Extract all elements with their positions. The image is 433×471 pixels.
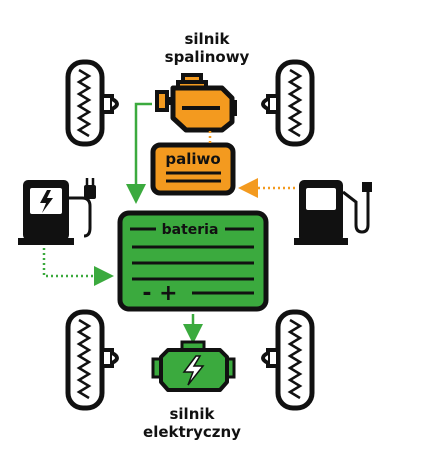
electric-motor-label-line2: elektryczny bbox=[143, 423, 241, 441]
fuel-pump-icon bbox=[294, 180, 372, 245]
wheel-rear-left-icon bbox=[65, 309, 119, 411]
electric-motor-label-line1: silnik bbox=[169, 405, 215, 423]
electric-motor-icon bbox=[151, 340, 236, 392]
electric-motor-label: silnik elektryczny bbox=[122, 405, 262, 441]
battery-symbols: - + bbox=[142, 281, 177, 306]
charger-battery-arrow bbox=[42, 248, 114, 286]
engine-battery-arrow bbox=[126, 102, 152, 204]
battery-label: bateria bbox=[162, 222, 219, 238]
fuel-tank: paliwo bbox=[150, 142, 236, 196]
ev-charger-icon bbox=[18, 178, 96, 245]
fuel-tank-label: paliwo bbox=[165, 150, 220, 168]
wheel-front-left-icon bbox=[65, 59, 119, 147]
combustion-engine-label-line1: silnik bbox=[184, 30, 230, 48]
combustion-engine-label-line2: spalinowy bbox=[164, 48, 250, 66]
wheel-front-right-icon bbox=[261, 59, 315, 147]
combustion-engine-label: silnik spalinowy bbox=[152, 30, 262, 66]
battery: bateria - + bbox=[117, 210, 269, 312]
engine-icon bbox=[155, 73, 237, 133]
wheel-rear-right-icon bbox=[261, 309, 315, 411]
